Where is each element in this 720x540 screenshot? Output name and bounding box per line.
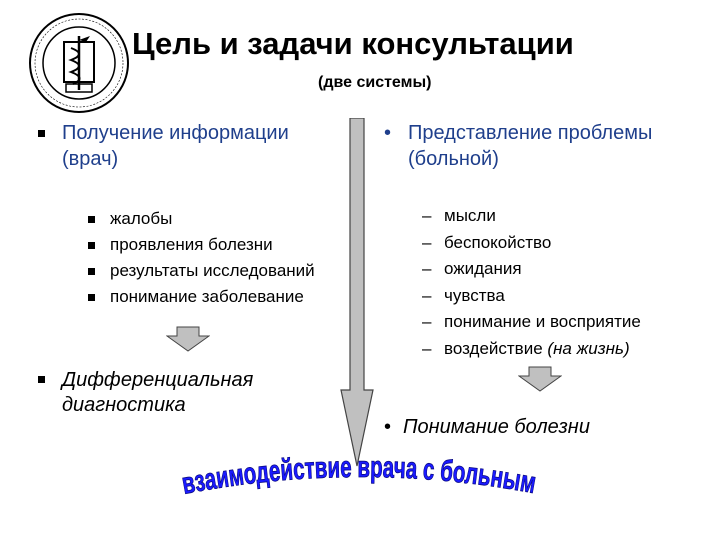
dash-bullet-icon: –	[422, 232, 432, 252]
round-bullet-icon: •	[384, 122, 392, 144]
square-bullet-icon	[38, 130, 45, 137]
banner-text-path: взаимодействие врача с больным	[179, 451, 539, 502]
dash-bullet-icon: –	[422, 312, 432, 331]
differential-diagnosis-point: Дифференциальная диагностика	[38, 368, 338, 418]
list-item: –беспокойство	[422, 230, 712, 257]
patient-problem-text: Представление проблемы (больной)	[408, 122, 653, 170]
dash-bullet-icon: –	[422, 338, 432, 358]
doctor-information-list: жалобы проявления болезни результаты исс…	[88, 206, 358, 310]
right-small-down-arrow-icon	[518, 366, 562, 392]
square-bullet-icon	[88, 216, 95, 223]
square-bullet-icon	[88, 242, 95, 249]
page-subtitle: (две системы)	[318, 74, 432, 91]
patient-problem-point: • Представление проблемы (больной)	[384, 120, 684, 172]
list-item-note: (на жизнь)	[547, 338, 630, 358]
disease-understanding-text: Понимание болезни	[403, 416, 590, 438]
list-item: –ожидания	[422, 256, 712, 283]
round-bullet-icon: •	[384, 416, 392, 438]
square-bullet-icon	[38, 376, 45, 383]
page-title: Цель и задачи консультации	[132, 26, 574, 61]
list-item: понимание заболевание	[88, 284, 358, 310]
list-item: –воздействие (на жизнь)	[422, 336, 712, 363]
patient-problem-list: –мысли –беспокойство –ожидания –чувства …	[422, 203, 712, 362]
list-item: проявления болезни	[88, 232, 358, 258]
disease-understanding-point: • Понимание болезни	[384, 416, 590, 439]
medical-academy-seal-logo	[29, 13, 129, 113]
doctor-information-text: Получение информации (врач)	[62, 122, 289, 170]
doctor-information-point: Получение информации (врач)	[38, 120, 338, 172]
dash-bullet-icon: –	[422, 285, 432, 305]
list-item: –понимание и восприятие	[422, 309, 712, 336]
list-item: –мысли	[422, 203, 712, 230]
square-bullet-icon	[88, 268, 95, 275]
center-down-arrow-icon	[340, 118, 374, 467]
list-item: результаты исследований	[88, 258, 358, 284]
list-item: жалобы	[88, 206, 358, 232]
dash-bullet-icon: –	[422, 259, 432, 278]
dash-bullet-icon: –	[422, 206, 432, 225]
left-small-down-arrow-icon	[166, 326, 210, 352]
banner-text: взаимодействие врача с больным	[179, 451, 538, 501]
doctor-patient-interaction-banner: взаимодействие врача с больным	[179, 451, 539, 502]
differential-diagnosis-text: Дифференциальная диагностика	[62, 369, 254, 416]
square-bullet-icon	[88, 294, 95, 301]
list-item: –чувства	[422, 283, 712, 310]
